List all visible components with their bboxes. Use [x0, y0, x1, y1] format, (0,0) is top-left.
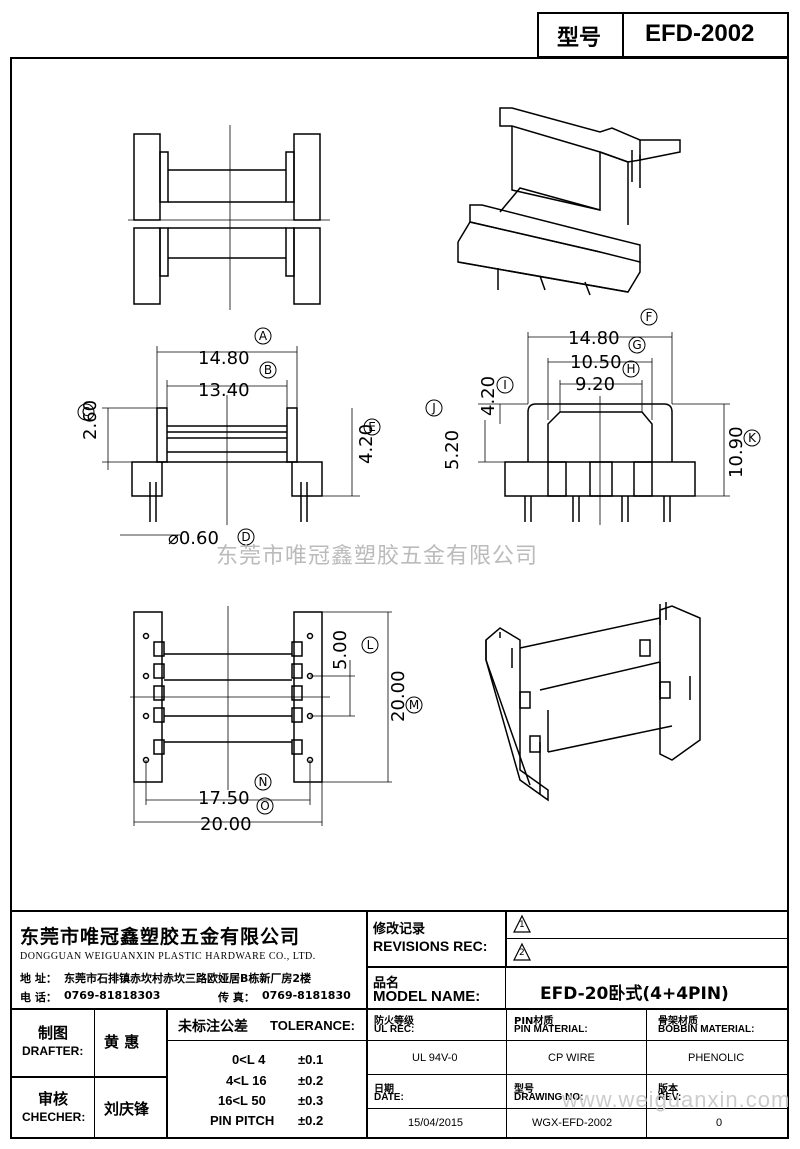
tolerance-value-3: ±0.3: [298, 1093, 324, 1108]
dim-H-value: 9.20: [575, 374, 615, 395]
dim-letter-C: C: [82, 405, 90, 419]
drawing-no-value: WGX-EFD-2002: [532, 1117, 613, 1129]
checker-name: 刘庆锋: [104, 1100, 150, 1118]
revisions-label-cn: 修改记录: [373, 922, 426, 937]
phone: 0769-81818303: [64, 989, 161, 1002]
company-name-en: DONGGUAN WEIGUANXIN PLASTIC HARDWARE CO.…: [20, 951, 316, 962]
dim-L-value: 5.00: [330, 630, 351, 670]
ul-rec-label-en: UL REC:: [374, 1024, 415, 1035]
model-name-value: EFD-20卧式(4+4PIN): [540, 984, 729, 1004]
revision-2-mark: 2: [519, 948, 525, 958]
rev-value: 0: [716, 1117, 723, 1129]
dim-letter-I: I: [503, 378, 507, 392]
isometric-view-bottom: [485, 602, 701, 802]
dim-O-value: 20.00: [200, 814, 252, 835]
tolerance-title-cn: 未标注公差: [178, 1019, 248, 1035]
drawing-no-label-en: DRAWING NO:: [514, 1092, 584, 1103]
fax-label: 传 真：: [218, 991, 255, 1004]
date-label-en: DATE:: [374, 1092, 404, 1103]
dim-G-value: 10.50: [570, 352, 622, 373]
dim-I-value: 4.20: [478, 376, 499, 416]
date-label-cn: 日期: [374, 1084, 394, 1095]
tolerance-range-3: 16<L 50: [218, 1093, 266, 1108]
dim-E-value: 4.20: [356, 424, 377, 464]
dim-letter-E: E: [368, 420, 376, 434]
model-name-label-cn: 品名: [373, 976, 400, 991]
bobbin-material-label-cn: 骨架材质: [658, 1016, 698, 1027]
phone-label: 电 话：: [20, 991, 57, 1004]
dim-N-value: 17.50: [198, 788, 250, 809]
dim-M-value: 20.00: [388, 670, 409, 722]
dim-letter-A: A: [259, 329, 268, 343]
top-view: [128, 125, 330, 310]
revision-1-mark: 1: [519, 920, 525, 930]
technical-drawing: 14.80 13.40 2.60 ⌀0.60 4.20 14.80 10.50 …: [77, 107, 761, 835]
address: 东莞市石排镇赤坎村赤坎三路欧娅居B栋新厂房2楼: [64, 972, 312, 985]
pin-material-label-cn: PIN材质: [514, 1016, 554, 1027]
tolerance-title-en: TOLERANCE:: [270, 1018, 355, 1033]
dim-letter-N: N: [259, 775, 268, 789]
dim-letter-K: K: [748, 431, 757, 445]
tolerance-range-4: PIN PITCH: [210, 1113, 275, 1128]
dim-J-value: 5.20: [442, 430, 463, 470]
header-model: EFD-2002: [645, 20, 755, 47]
rev-label-cn: 版本: [658, 1084, 678, 1095]
drawing-no-label-cn: 型号: [514, 1084, 534, 1095]
dim-letter-B: B: [264, 363, 272, 377]
address-label: 地 址：: [20, 972, 57, 985]
ul-rec-value: UL 94V-0: [412, 1052, 458, 1064]
dim-letter-D: D: [241, 530, 250, 544]
dim-A-value: 14.80: [198, 348, 250, 369]
date-value: 15/04/2015: [408, 1117, 464, 1129]
ul-rec-label-cn: 防火等级: [374, 1016, 414, 1027]
bobbin-material-value: PHENOLIC: [688, 1052, 745, 1064]
dim-letter-L: L: [367, 638, 374, 652]
dim-C-value: 2.60: [80, 400, 101, 440]
rev-label-en: REV:: [658, 1092, 682, 1103]
dim-B-value: 13.40: [198, 380, 250, 401]
tolerance-value-4: ±0.2: [298, 1113, 324, 1128]
dim-K-value: 10.90: [726, 426, 747, 478]
dim-D-value: ⌀0.60: [168, 528, 219, 549]
bobbin-material-label-en: BOBBIN MATERIAL:: [658, 1024, 755, 1035]
pin-material-value: CP WIRE: [548, 1052, 595, 1064]
watermark-company: 东莞市唯冠鑫塑胶五金有限公司: [216, 544, 539, 569]
dim-letter-F: F: [646, 310, 653, 324]
dim-letter-O: O: [260, 799, 269, 813]
checker-label-cn: 审核: [38, 1090, 69, 1108]
drawing-frame: [10, 57, 789, 1139]
pin-material-label-en: PIN MATERIAL:: [514, 1024, 588, 1035]
dim-letter-M: M: [409, 698, 419, 712]
dim-letter-J: J: [431, 401, 436, 415]
drafter-label-en: DRAFTER:: [22, 1044, 84, 1058]
tolerance-value-2: ±0.2: [298, 1073, 324, 1088]
drafter-label-cn: 制图: [38, 1024, 69, 1042]
fax: 0769-8181830: [262, 989, 351, 1002]
watermark-url: www.weiguanxin.com: [562, 1087, 791, 1112]
revisions-label-en: REVISIONS REC:: [373, 938, 488, 954]
dim-F-value: 14.80: [568, 328, 620, 349]
company-name-cn: 东莞市唯冠鑫塑胶五金有限公司: [20, 926, 301, 948]
tolerance-range-1: 0<L 4: [232, 1052, 266, 1067]
tolerance-value-1: ±0.1: [298, 1052, 324, 1067]
tolerance-range-2: 4<L 16: [226, 1073, 267, 1088]
bottom-view: [130, 606, 392, 826]
isometric-view-top: [457, 107, 681, 296]
front-view: [102, 346, 360, 536]
checker-label-en: CHECHER:: [22, 1110, 86, 1124]
model-name-label-en: MODEL NAME:: [373, 988, 481, 1005]
dim-letter-H: H: [626, 362, 635, 376]
header-label: 型号: [557, 26, 602, 51]
dim-letter-G: G: [632, 338, 641, 352]
drafter-name: 黄 惠: [104, 1033, 140, 1051]
